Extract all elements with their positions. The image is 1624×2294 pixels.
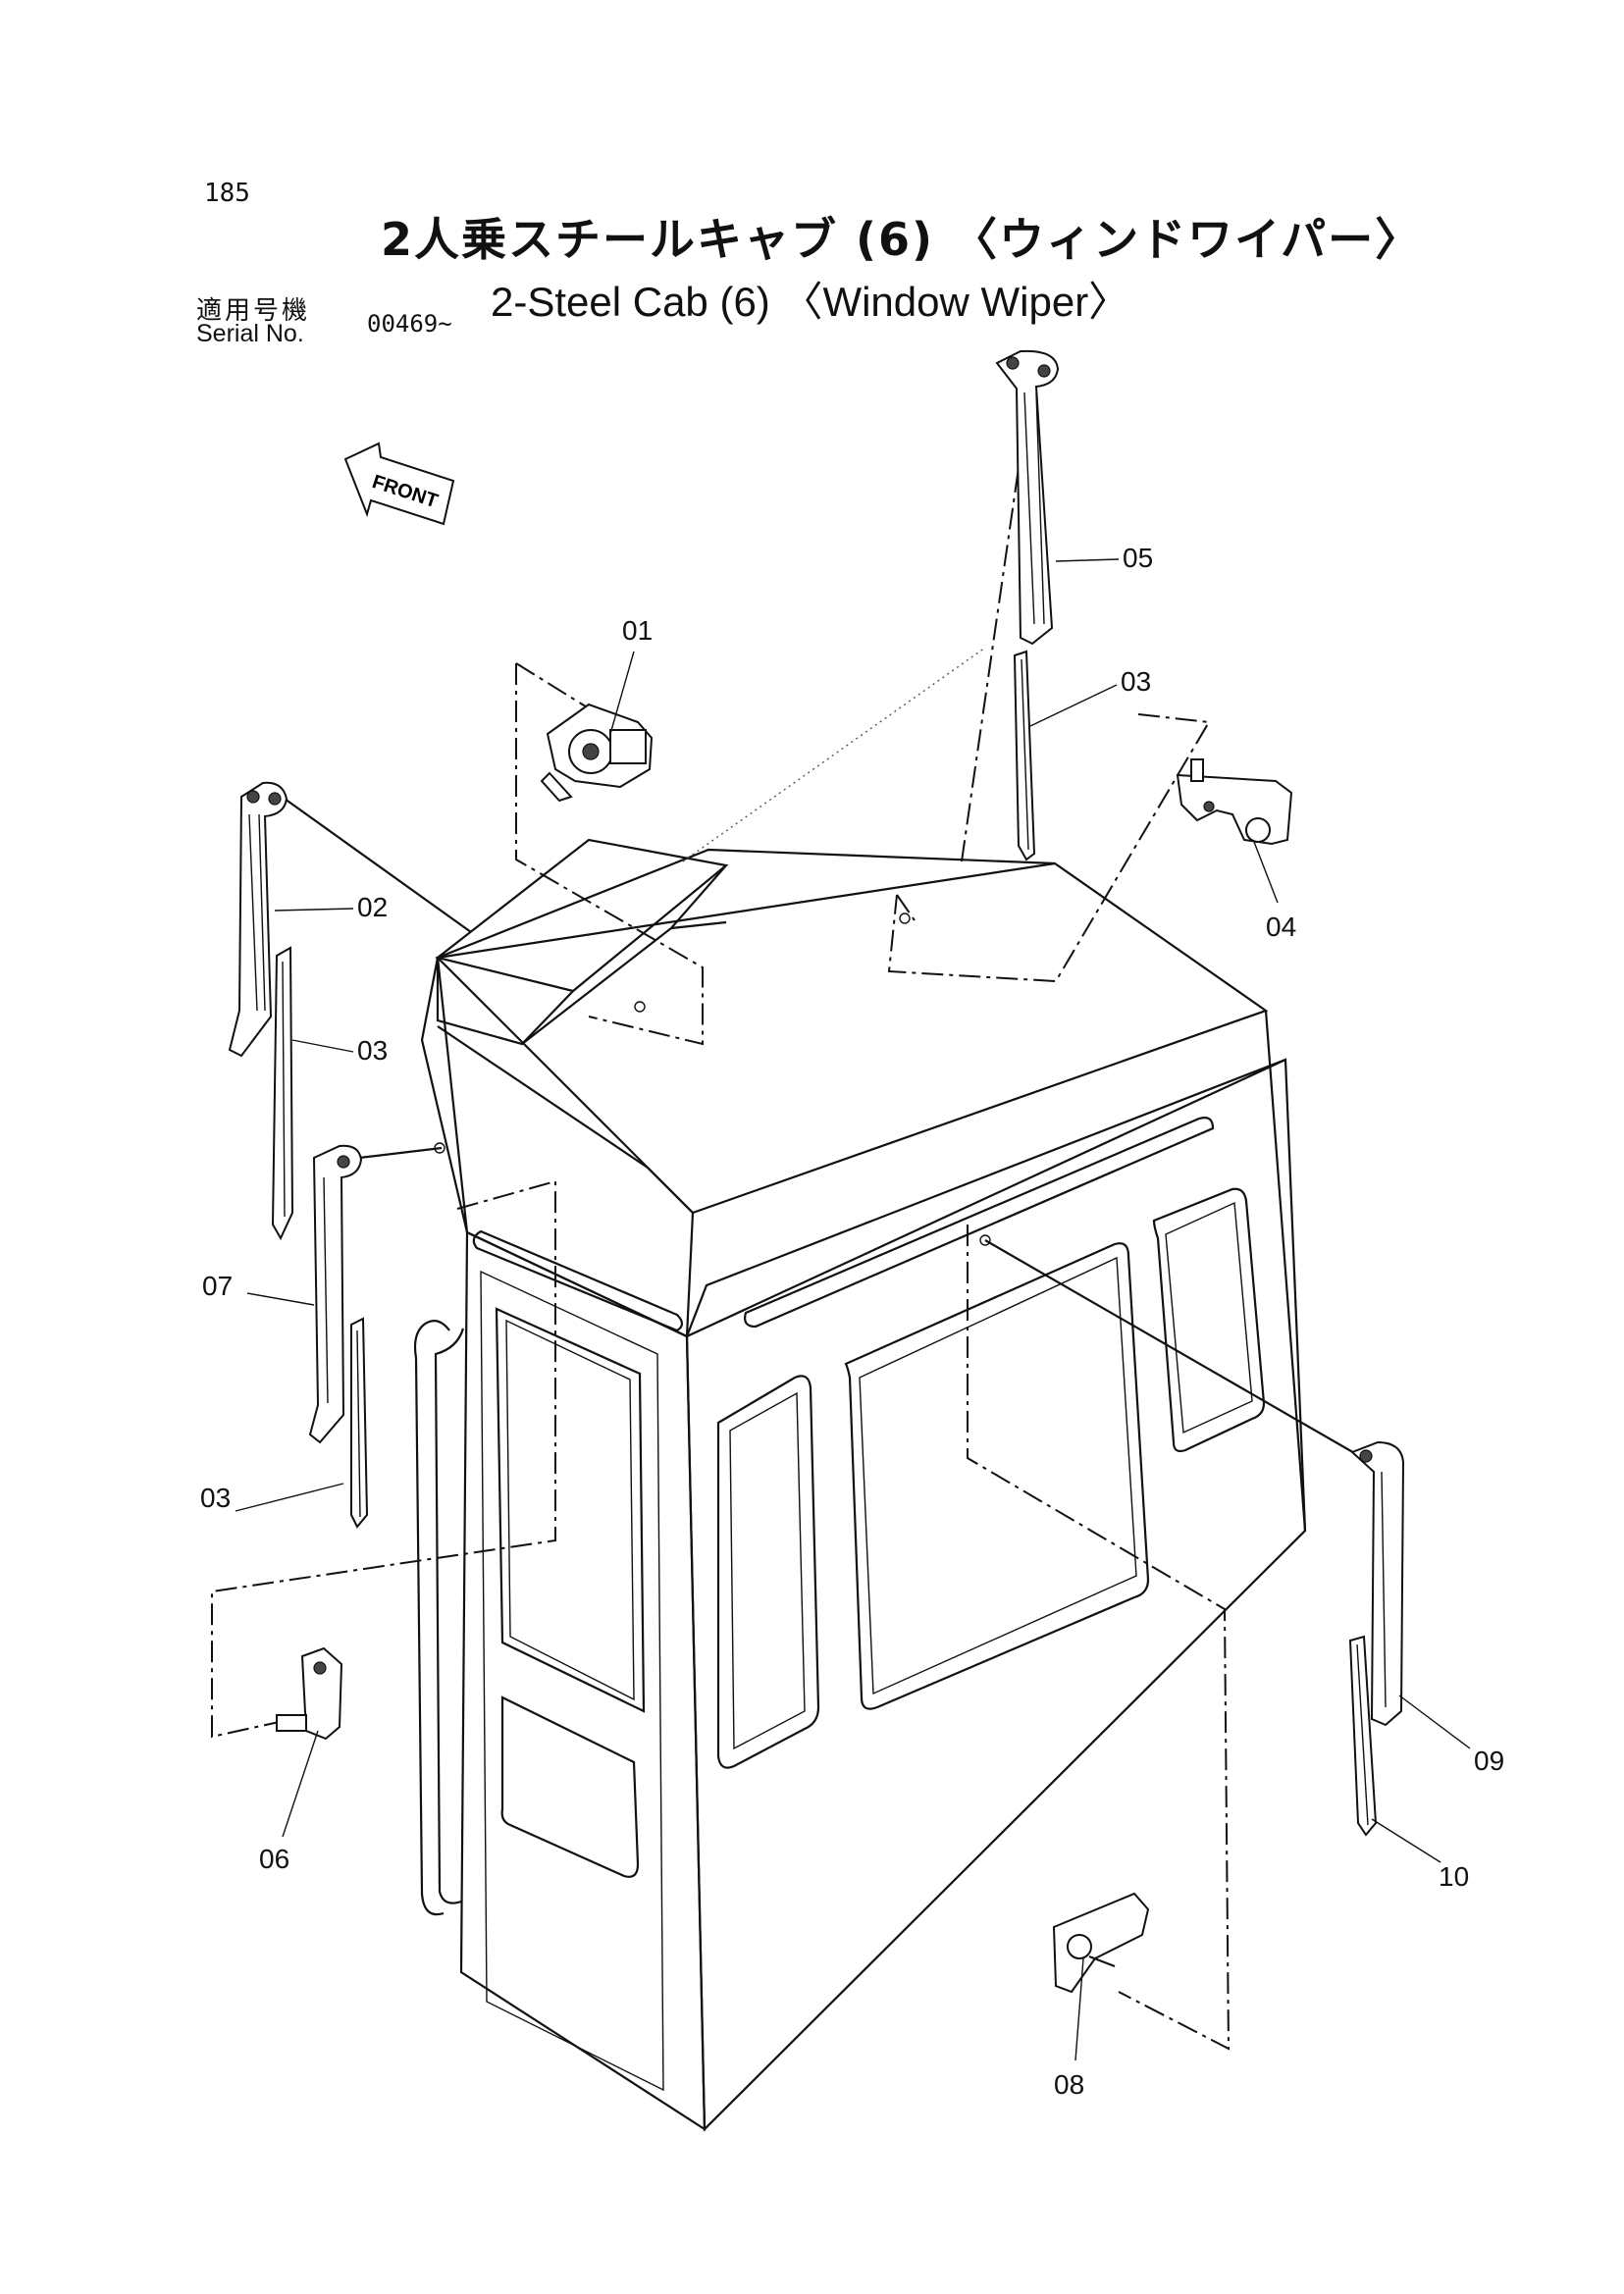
part-09-wiper-arm	[1350, 1440, 1405, 1727]
callout-05: 05	[1123, 543, 1153, 573]
callout-01: 01	[622, 615, 653, 646]
part-05-wiper-arm	[995, 349, 1060, 646]
cab-body	[413, 848, 1307, 2132]
wiper-motor-housing	[435, 838, 729, 1046]
callout-07: 07	[202, 1271, 233, 1301]
callout-03-left-upper: 03	[357, 1035, 388, 1066]
callout-03-top: 03	[1121, 666, 1151, 697]
front-direction-arrow-icon: FRONT	[343, 442, 455, 526]
part-01-wiper-motor	[540, 703, 654, 803]
installation-lines	[211, 372, 1371, 2051]
part-06-wiper-motor	[276, 1646, 343, 1741]
page-number: 185	[204, 179, 250, 208]
part-07-wiper-arm	[308, 1144, 363, 1444]
callout-03-left-middle: 03	[200, 1483, 231, 1513]
callout-04: 04	[1266, 912, 1296, 942]
serial-number: 00469~	[367, 310, 452, 338]
title-english: 2-Steel Cab (6) 〈Window Wiper〉	[491, 279, 1130, 325]
part-08-wiper-motor	[1052, 1892, 1150, 1994]
part-10-wiper-blade	[1348, 1635, 1378, 1837]
callout-labels: 01 02 03 03 03 04 05 06 07 08 09 10	[200, 543, 1504, 2100]
serial-label-english: Serial No.	[196, 320, 304, 347]
part-03-wiper-blade-a	[271, 946, 294, 1241]
callout-06: 06	[259, 1844, 289, 1874]
part-03-wiper-blade-b	[1013, 650, 1036, 861]
part-04-wiper-motor	[1176, 758, 1293, 846]
part-03-wiper-blade-c	[350, 1317, 369, 1529]
callout-09: 09	[1474, 1746, 1504, 1776]
callout-10: 10	[1439, 1861, 1469, 1892]
serial-label-japanese: 適用号機	[196, 296, 311, 326]
part-02-wiper-arm	[228, 781, 288, 1058]
leader-lines	[235, 558, 1471, 2061]
title-japanese: 2人乗スチールキャブ (6) 〈ウィンドワイパー〉	[381, 213, 1423, 266]
callout-08: 08	[1054, 2069, 1084, 2100]
callout-02: 02	[357, 892, 388, 922]
